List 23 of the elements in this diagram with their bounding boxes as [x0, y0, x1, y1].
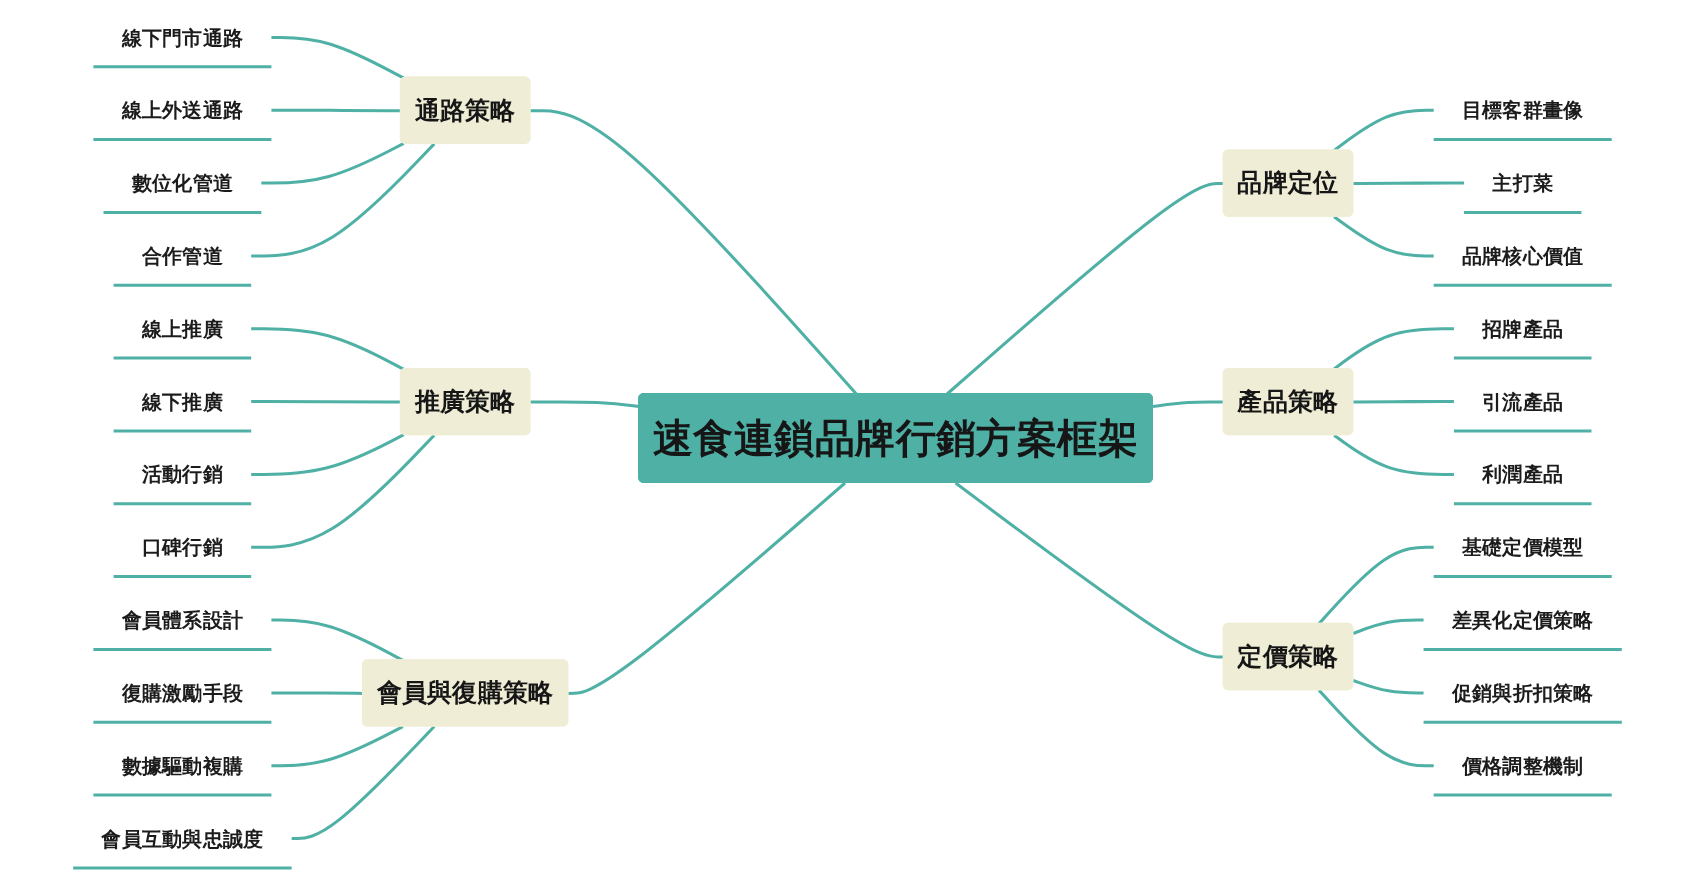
connector [251, 434, 436, 549]
connector [954, 481, 1224, 659]
connector [1353, 400, 1454, 404]
connector [1352, 679, 1424, 695]
connector [1152, 400, 1224, 408]
connector [1333, 434, 1454, 476]
connector [271, 725, 404, 768]
connector [1317, 545, 1434, 625]
connector [1353, 181, 1465, 186]
connector [251, 433, 405, 476]
connector [251, 327, 405, 371]
connector [271, 691, 363, 695]
connector [291, 725, 436, 841]
connector [251, 142, 436, 258]
connector [1333, 215, 1434, 258]
connector [568, 481, 846, 695]
connector [530, 109, 858, 395]
connector [261, 142, 405, 185]
connector [1317, 689, 1434, 768]
connector [251, 400, 401, 404]
connector [1352, 618, 1424, 635]
connector [271, 108, 401, 113]
connector [271, 35, 405, 80]
